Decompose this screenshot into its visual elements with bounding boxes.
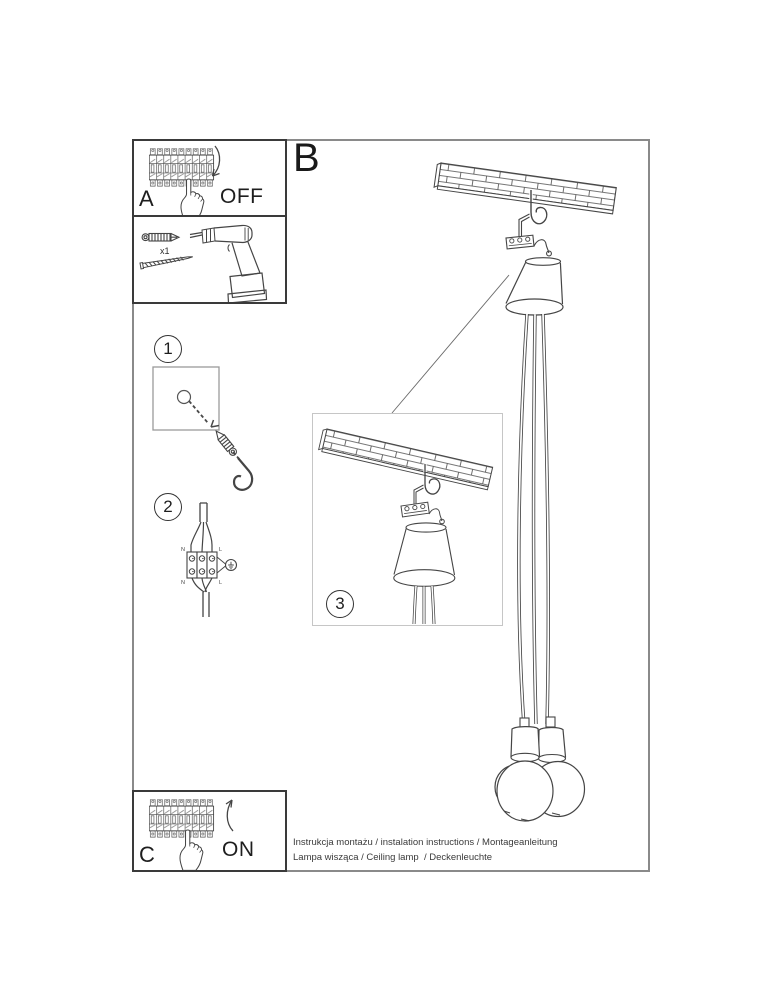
insertion-line [188, 400, 209, 424]
mounting-square [152, 366, 220, 431]
inset-hook-icon [423, 464, 441, 495]
page-frame [132, 139, 650, 872]
drill-hole [176, 389, 192, 405]
tools-box: x1 [132, 215, 287, 304]
ceiling-hook-icon [529, 190, 548, 225]
step-2-circle: 2 [154, 493, 182, 521]
section-b-label: B [293, 136, 320, 180]
ground-symbol-icon [216, 556, 238, 574]
inset-connector-icon [400, 501, 430, 518]
socket-right [537, 716, 567, 764]
socket-left [510, 717, 541, 763]
step-1-circle: 1 [154, 335, 182, 363]
wall-plug-icon [141, 232, 181, 242]
caption: Instrukcja montażu / instalation instruc… [293, 836, 558, 865]
terminal-block [186, 551, 218, 579]
section-a-label: A [139, 186, 154, 211]
circuit-breaker-panel-icon [149, 148, 215, 187]
off-label: OFF [220, 185, 264, 208]
terminal-label-l-bottom: L [219, 580, 222, 586]
main-pendant-illustration [391, 162, 617, 822]
inset-cords [412, 585, 436, 625]
section-a-box: A OFF [132, 139, 287, 217]
power-cable-bottom [191, 577, 213, 617]
drill-icon [189, 224, 268, 302]
on-label: ON [222, 838, 255, 861]
curved-arrow-up-icon [225, 799, 234, 832]
caption-line-1: Instrukcja montażu / instalation instruc… [293, 837, 558, 848]
step-3-circle: 3 [326, 590, 354, 618]
power-cable-top [190, 502, 213, 553]
inset-illustration [318, 428, 494, 625]
curved-arrow-down-icon [211, 145, 221, 177]
bulb-tip-marks [503, 810, 561, 822]
ceiling-hook-step1 [232, 457, 254, 491]
inset-ceiling-panel [318, 428, 494, 491]
wiring-diagram: N L N L [181, 502, 238, 617]
section-c-box: C ON [132, 790, 287, 872]
step-1-diagram [152, 366, 254, 491]
terminal-label-n-bottom: N [181, 580, 185, 586]
terminal-label-l-top: L [219, 547, 222, 553]
pendant-cords [517, 313, 550, 727]
inset-canopy [393, 522, 456, 587]
circuit-breaker-panel-icon [149, 799, 215, 838]
mounting-strap [518, 213, 530, 239]
insertion-arrow [210, 419, 220, 428]
inset-mounting-strap [413, 484, 424, 507]
inset-connector-wire [428, 508, 445, 525]
canopy [505, 257, 564, 316]
tools-illustration [139, 224, 268, 302]
section-c-label: C [139, 842, 155, 867]
terminal-connector-icon [505, 234, 535, 250]
connector-wire [533, 239, 552, 257]
screw-icon [139, 256, 193, 270]
anchor-quantity-label: x1 [160, 246, 170, 256]
bulb-front [496, 760, 554, 822]
callout-leader-line [391, 274, 510, 414]
terminal-label-n-top: N [181, 547, 185, 553]
breaker-off-illustration [149, 145, 221, 215]
ceiling-panel [433, 162, 617, 215]
light-bulbs [494, 716, 586, 822]
breaker-on-illustration [149, 799, 234, 870]
caption-line-2: Lampa wisząca / Ceiling lamp / Deckenleu… [293, 851, 493, 863]
detail-inset-box: 3 [312, 413, 503, 626]
